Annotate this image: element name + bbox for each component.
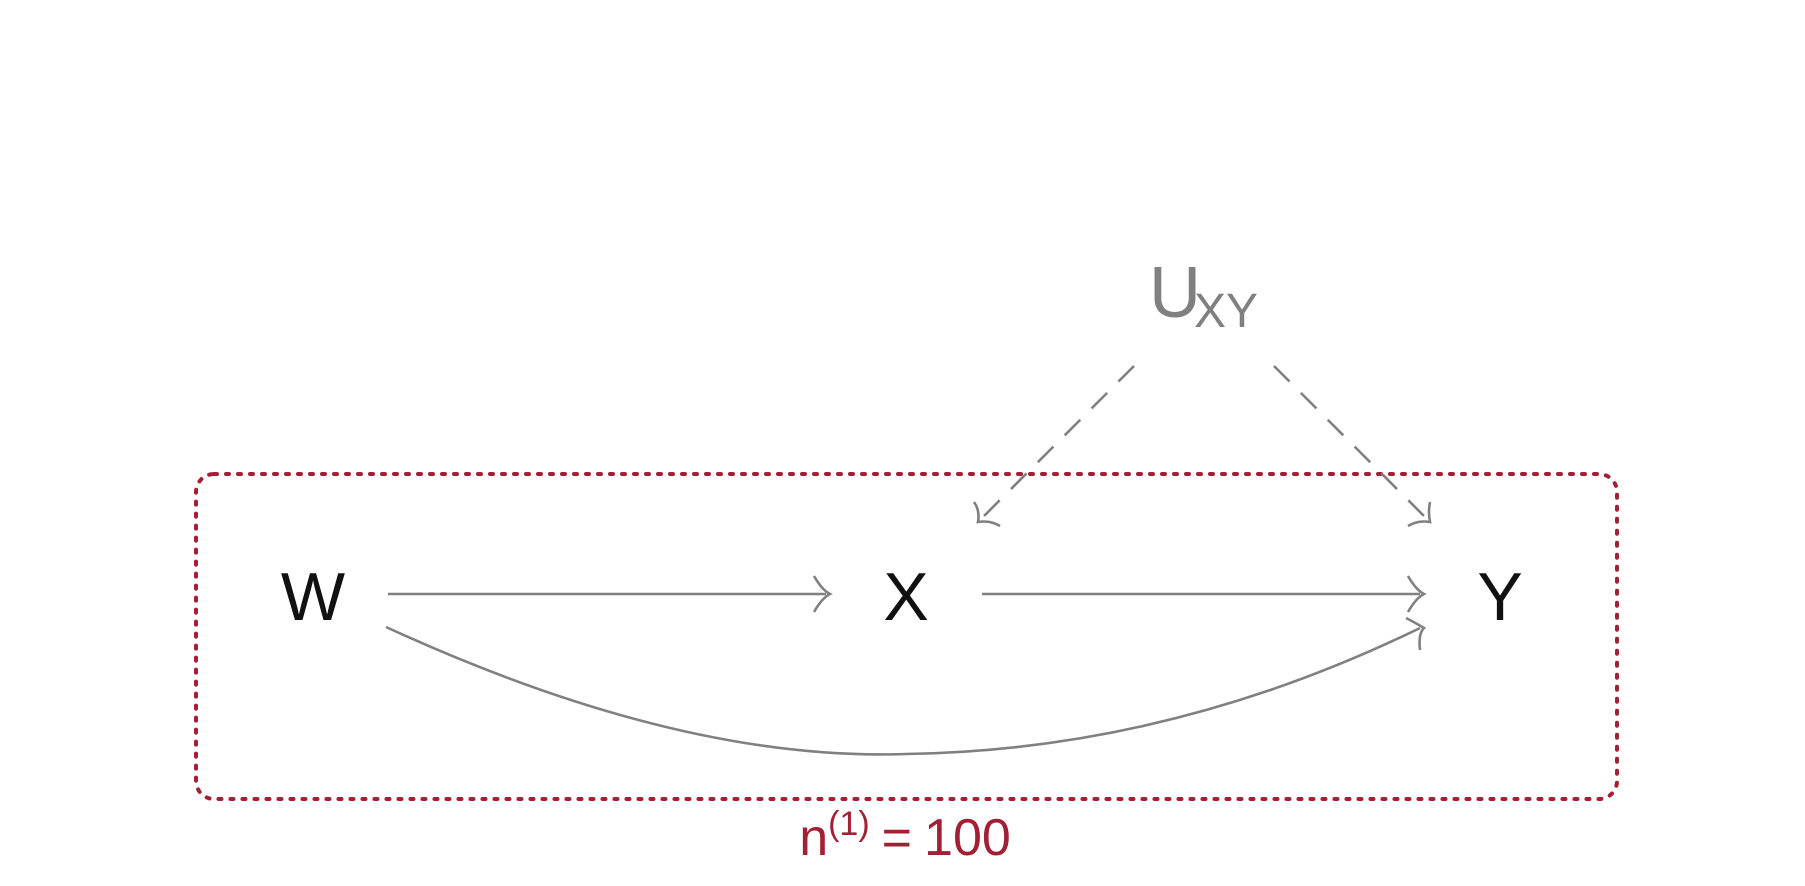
sample-value: 100: [924, 809, 1011, 867]
node-y: Y: [1477, 559, 1522, 635]
node-uxy-main: U: [1149, 253, 1201, 333]
edge-w-to-x: [388, 575, 833, 613]
sample-plate: [194, 472, 1619, 801]
node-uxy: U XY: [1149, 253, 1258, 338]
sample-superscript: (1): [828, 805, 870, 843]
sample-n: n: [799, 809, 828, 867]
sample-size-label: n(1) =100: [799, 805, 1011, 867]
node-w: W: [281, 559, 345, 635]
sample-equals: =: [882, 809, 912, 867]
node-uxy-subscript: XY: [1194, 285, 1258, 338]
edge-uxy-to-y: [1273, 365, 1432, 528]
edge-x-to-y: [982, 575, 1427, 613]
edge-w-to-y: [385, 616, 1427, 756]
edge-uxy-to-x: [972, 365, 1135, 528]
node-x: X: [883, 559, 928, 635]
